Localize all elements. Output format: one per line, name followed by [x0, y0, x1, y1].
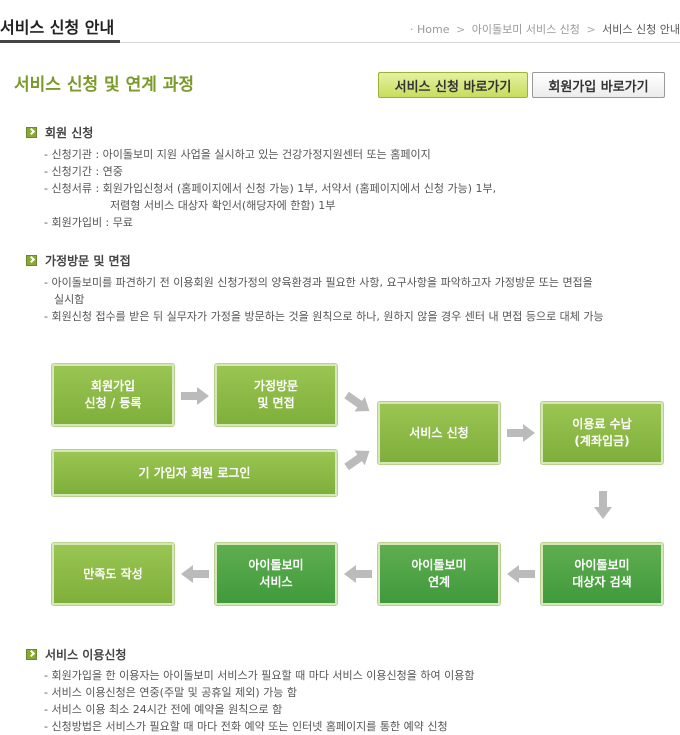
list-item: - 신청방법은 서비스가 필요할 때 마다 전화 예약 또는 인터넷 홈페이지를… [44, 720, 448, 733]
visit-heading-text: 가정방문 및 면접 [45, 254, 131, 268]
usage-list: - 회원가입을 한 이용자는 아이돌보미 서비스가 필요할 때 마다 서비스 이… [44, 667, 475, 735]
flow-label: 아이돌보미 [248, 558, 304, 572]
arrow-left-icon [181, 565, 209, 583]
list-item: - 신청서류 : 회원가입신청서 (홈페이지에서 신청 가능) 1부, 서약서 … [44, 182, 497, 195]
list-item: - 회원가입비 : 무료 [44, 216, 134, 229]
flow-label: 및 면접 [257, 396, 295, 410]
section-title: 서비스 신청 및 연계 과정 [14, 75, 195, 95]
flow-label: 서비스 [259, 575, 293, 589]
arrow-down-right-icon [344, 391, 370, 412]
list-item: 실시함 [54, 293, 85, 306]
breadcrumb-home[interactable]: Home [417, 23, 450, 36]
list-item: - 회원가입을 한 이용자는 아이돌보미 서비스가 필요할 때 마다 서비스 이… [44, 669, 475, 682]
visit-heading: 가정방문 및 면접 [26, 252, 131, 269]
flow-label: 기 가입자 회원 로그인 [138, 465, 251, 480]
usage-heading-text: 서비스 이용신청 [45, 648, 127, 662]
list-item: - 신청기간 : 연중 [44, 165, 123, 178]
membership-heading: 회원 신청 [26, 124, 93, 141]
list-item: - 아이돌보미를 파견하기 전 이용회원 신청가정의 양육환경과 필요한 사항,… [44, 276, 593, 289]
arrow-up-right-icon [344, 450, 370, 471]
page-title: 서비스 신청 안내 [0, 18, 115, 37]
title-underline [0, 40, 120, 43]
flow-label: 아이돌보미 [411, 558, 467, 572]
breadcrumb-current: 서비스 신청 안내 [602, 23, 680, 36]
arrow-right-icon [507, 424, 535, 442]
flow-step-member-login: 기 가입자 회원 로그인 [52, 450, 337, 496]
checkbox-bullet-icon [26, 255, 37, 266]
membership-list: - 신청기관 : 아이돌보미 지원 사업을 실시하고 있는 건강가정지원센터 또… [44, 146, 496, 231]
service-apply-button[interactable]: 서비스 신청 바로가기 [378, 72, 528, 98]
chevron-right-icon: > [456, 23, 466, 36]
list-item: - 서비스 이용 최소 24시간 전에 예약을 원칙으로 함 [44, 703, 283, 716]
arrow-down-icon [594, 491, 612, 519]
usage-heading: 서비스 이용신청 [26, 646, 126, 663]
arrow-left-icon [507, 565, 535, 583]
breadcrumb: · Home > 아이돌보미 서비스 신청 > 서비스 신청 안내 [410, 21, 680, 37]
flow-label: 아이돌보미 [574, 558, 630, 572]
flow-label: 만족도 작성 [83, 566, 143, 581]
arrow-left-icon [344, 565, 372, 583]
flow-step-service-apply: 서비스 신청 [378, 402, 500, 464]
header-divider [120, 42, 680, 43]
list-item: - 서비스 이용신청은 연중(주말 및 공휴일 제외) 가능 함 [44, 686, 298, 699]
list-item: - 회원신청 접수를 받은 뒤 실무자가 가정을 방문하는 것을 원칙으로 하나… [44, 310, 604, 323]
visit-list: - 아이돌보미를 파견하기 전 이용회원 신청가정의 양육환경과 필요한 사항,… [44, 274, 604, 325]
chevron-right-icon: > [586, 23, 596, 36]
membership-heading-text: 회원 신청 [45, 126, 94, 140]
list-item: 저렴형 서비스 대상자 확인서(해당자에 한함) 1부 [110, 199, 336, 212]
flow-label: 서비스 신청 [409, 425, 469, 440]
flow-step-satisfaction-survey: 만족도 작성 [52, 543, 174, 605]
arrow-right-icon [181, 387, 209, 405]
flow-label: (계좌입금) [574, 434, 630, 448]
breadcrumb-apply[interactable]: 아이돌보미 서비스 신청 [471, 23, 580, 36]
flow-label: 대상자 검색 [572, 575, 632, 589]
checkbox-bullet-icon [26, 649, 37, 660]
flow-label: 회원가입 [90, 379, 136, 393]
flow-label: 가정방문 [253, 379, 299, 393]
breadcrumb-dot: · [410, 23, 414, 36]
flow-step-fee-payment: 이용료 수납 (계좌입금) [541, 402, 663, 464]
checkbox-bullet-icon [26, 127, 37, 138]
flow-label: 이용료 수납 [572, 417, 632, 431]
join-membership-button[interactable]: 회원가입 바로가기 [532, 72, 665, 98]
list-item: - 신청기관 : 아이돌보미 지원 사업을 실시하고 있는 건강가정지원센터 또… [44, 148, 431, 161]
flow-label: 신청 / 등록 [84, 396, 142, 410]
flow-label: 연계 [427, 575, 451, 589]
